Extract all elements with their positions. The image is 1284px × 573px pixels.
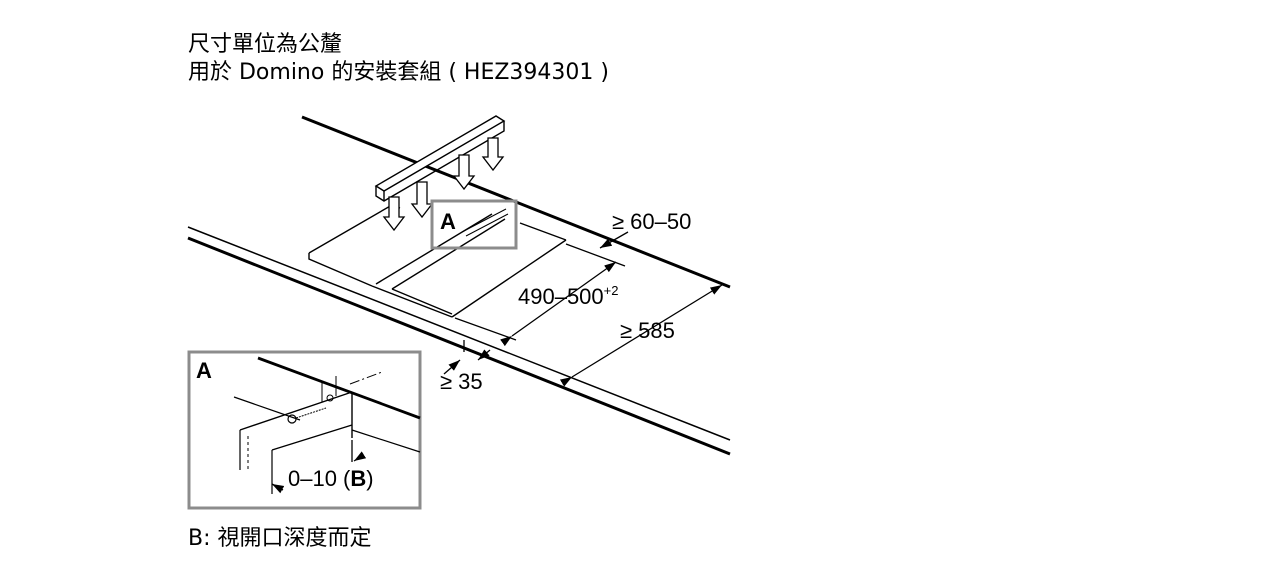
footnote: B: 視開口深度而定 (188, 526, 372, 551)
dim-back-edge-label: ≥ 60–50 (612, 209, 691, 234)
callout-label: A (440, 209, 456, 234)
mounting-rail (374, 115, 506, 202)
dim-depth (559, 284, 723, 387)
detail-range-label: 0–10 (B) (288, 466, 374, 491)
callout-frame (430, 199, 518, 250)
dim-back-edge (565, 231, 629, 267)
dim-front-edge (443, 340, 491, 375)
dim-cutout-label: 490–500+2 (518, 283, 618, 309)
countertop-front-edge (187, 226, 731, 456)
dim-front-edge-label: ≥ 35 (440, 369, 483, 394)
dim-depth-label: ≥ 585 (620, 318, 675, 343)
placement-arrows (382, 137, 505, 232)
heading-line-2: 用於 Domino 的安裝套組 ( HEZ394301 ) (188, 60, 609, 85)
heading-line-1: 尺寸單位為公釐 (188, 32, 343, 57)
detail-box (187, 350, 422, 510)
detail-box-title: A (196, 358, 212, 383)
